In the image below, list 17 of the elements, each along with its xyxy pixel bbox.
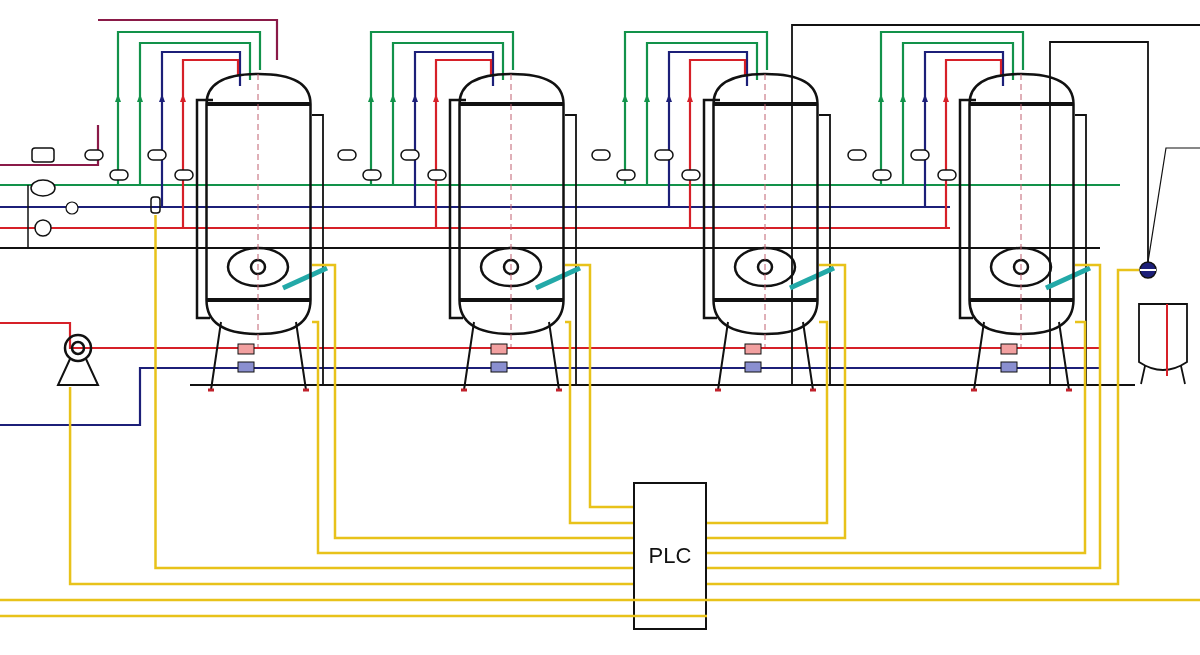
signal-line bbox=[0, 598, 707, 602]
level-sensor-icon bbox=[1139, 261, 1157, 279]
signal-line bbox=[312, 320, 633, 555]
signal-line bbox=[707, 263, 847, 540]
signal-line bbox=[707, 320, 829, 525]
controller-label: PLC bbox=[648, 543, 692, 569]
signal-line bbox=[707, 598, 1200, 602]
signal-line bbox=[707, 320, 1087, 555]
signal-line bbox=[154, 215, 633, 570]
controller-box bbox=[633, 482, 707, 630]
signal-line bbox=[68, 387, 633, 586]
pump-symbol bbox=[56, 333, 100, 387]
signal-line bbox=[565, 263, 633, 509]
sensor-icon bbox=[149, 195, 162, 215]
signal-line bbox=[312, 263, 633, 540]
signal-line bbox=[0, 614, 707, 618]
signal-line bbox=[565, 320, 633, 525]
